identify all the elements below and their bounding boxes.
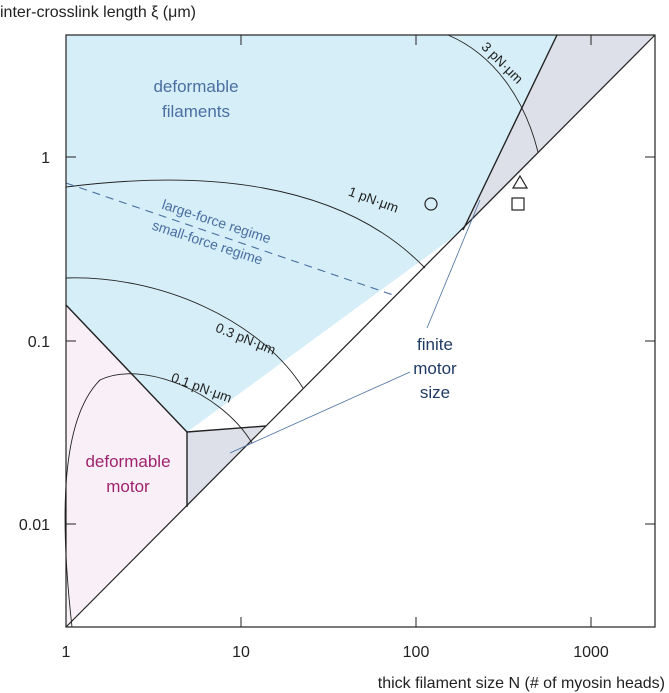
finite-label-2: motor <box>413 359 457 378</box>
x-axis-label: thick filament size N (# of myosin heads… <box>378 675 665 692</box>
square-marker <box>511 197 525 211</box>
plot-frame <box>65 34 656 628</box>
x-tick-label: 1000 <box>573 644 609 661</box>
diagonal-boundary <box>65 34 656 628</box>
contour-0.1 <box>64 373 253 628</box>
x-tick-label: 10 <box>232 644 250 661</box>
regime-boundary <box>65 182 397 297</box>
x-ticks <box>65 35 592 627</box>
x-tick-label: 100 <box>403 644 430 661</box>
contour-0.3 <box>65 277 304 389</box>
y-tick-label: 0.1 <box>28 334 50 351</box>
circle-marker <box>424 197 438 211</box>
x-tick-label: 1 <box>62 644 71 661</box>
filament-boundary-upper <box>462 34 558 231</box>
deformable-motor-region <box>66 305 187 627</box>
motor-label-1: deformable <box>85 452 170 471</box>
y-ticks <box>66 156 655 525</box>
leader-line-upper <box>426 199 481 329</box>
leader-line-lower <box>229 371 411 454</box>
contour-3 <box>447 34 539 153</box>
y-tick-label: 1 <box>41 150 50 167</box>
motor-label-2: motor <box>106 477 150 496</box>
y-tick-label: 0.01 <box>19 517 50 534</box>
triangle-marker <box>511 174 529 189</box>
y-axis-label: inter-crosslink length ξ (μm) <box>0 4 196 21</box>
filaments-label-1: deformable <box>153 77 238 96</box>
finite-label-3: size <box>420 383 450 402</box>
deformable-filaments-region <box>66 35 557 432</box>
contour-1 <box>65 179 426 269</box>
finite-label-1: finite <box>417 335 453 354</box>
filaments-label-2: filaments <box>162 102 230 121</box>
